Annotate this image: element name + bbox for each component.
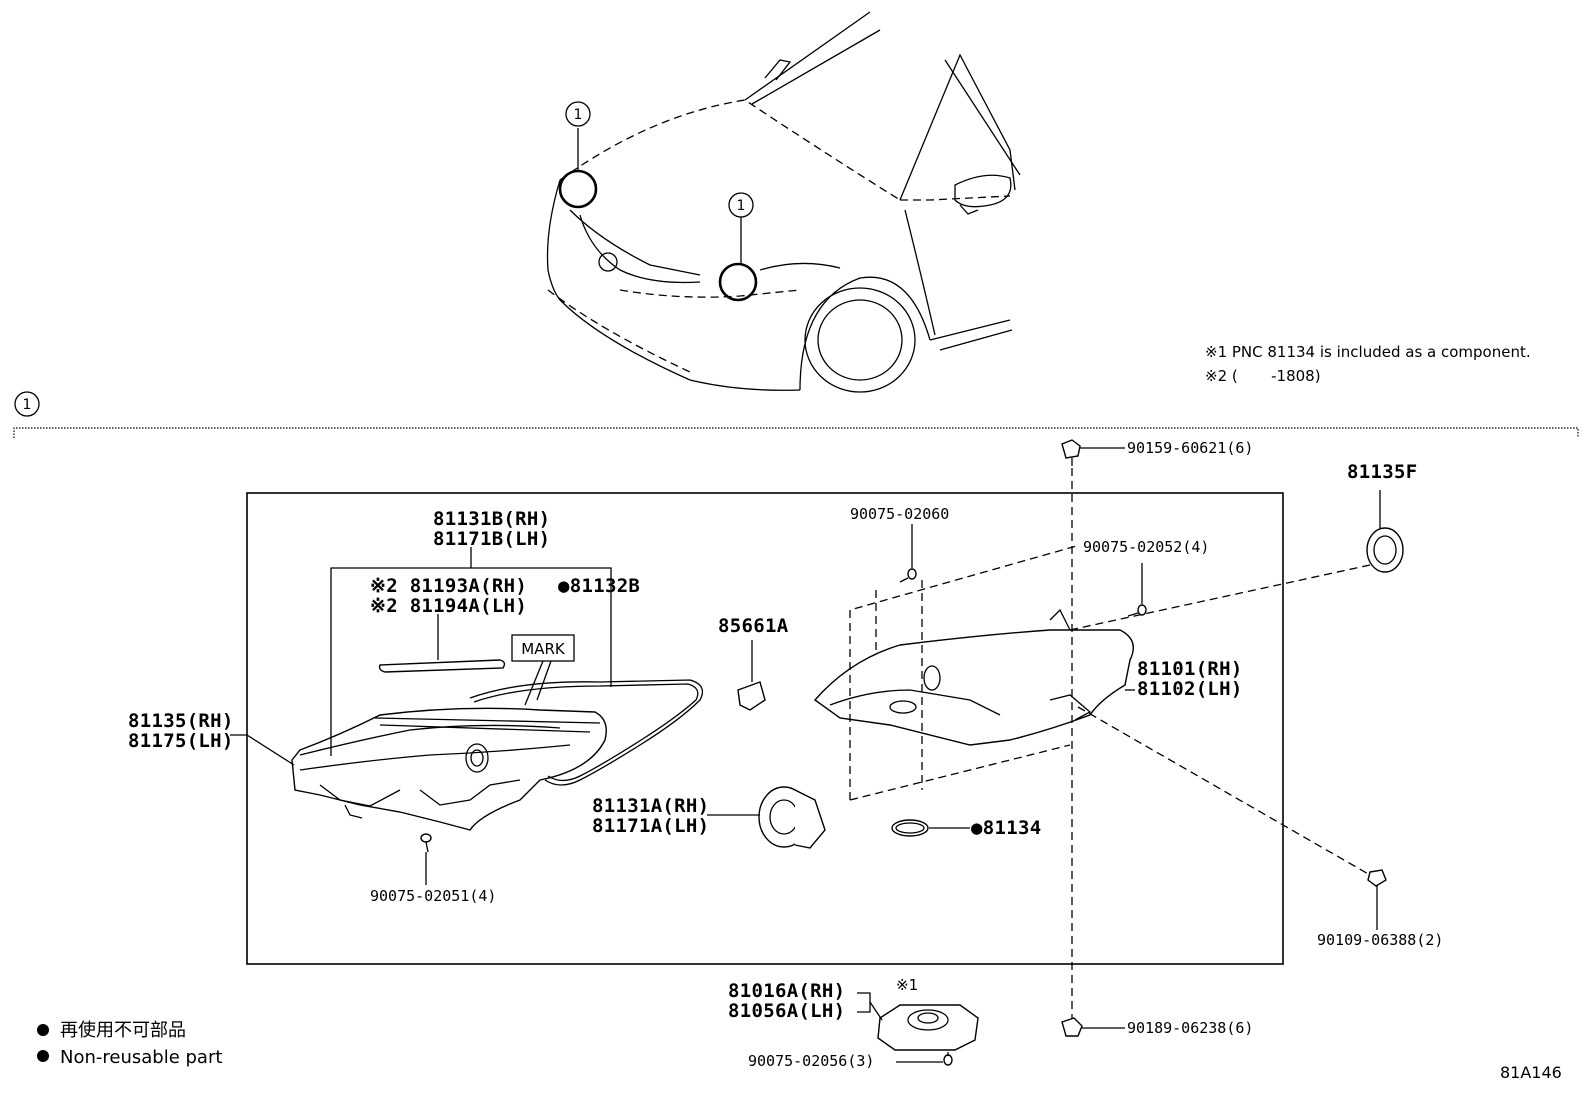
legend-english: Non-reusable part (60, 1047, 222, 1068)
label-note1-marker: ※1 (896, 976, 918, 994)
bolt-90189-06238 (1061, 1017, 1125, 1037)
label-81056A-lh: 81056A(LH) (728, 1000, 845, 1022)
legend-dot-jp (37, 1024, 49, 1036)
projector-81131A (707, 786, 826, 849)
ballast-81016A (857, 992, 979, 1051)
callout-marker-1a-label: 1 (574, 107, 583, 123)
label-81135-rh: 81135(RH) (128, 710, 234, 732)
screw-90075-02060 (899, 524, 917, 583)
screw-90075-02052 (1127, 563, 1147, 617)
cap-81135F (1366, 490, 1404, 573)
label-81131B-rh: 81131B(RH) (433, 508, 550, 530)
label-81101-rh: 81101(RH) (1137, 658, 1243, 680)
label-90075-02056: 90075-02056(3) (748, 1052, 874, 1070)
label-81194A-lh: ※2 81194A(LH) (370, 595, 527, 617)
legend-dot-en (37, 1050, 49, 1062)
label-90075-02060: 90075-02060 (850, 505, 949, 523)
headlamp-lens-assembly (291, 707, 607, 831)
label-85661A: 85661A (718, 615, 789, 637)
label-81135F: 81135F (1347, 461, 1417, 483)
mark-box (511, 634, 575, 662)
assembly-frame (246, 492, 1284, 965)
label-90159-60621: 90159-60621(6) (1127, 439, 1253, 457)
callout-marker-1b-label: 1 (737, 198, 746, 214)
callout-marker-1a (565, 101, 591, 127)
label-81171A-lh: 81171A(LH) (592, 815, 709, 837)
vehicle-overview: 1 1 (546, 11, 1021, 393)
screw-90075-02056 (896, 1052, 953, 1066)
bolt-90109-06388 (1367, 869, 1387, 930)
label-81131A-rh: 81131A(RH) (592, 795, 709, 817)
label-81132B: ●81132B (558, 575, 640, 597)
section-marker-1-label: 1 (23, 397, 32, 413)
label-90109-06388: 90109-06388(2) (1317, 931, 1443, 949)
label-81171B-lh: 81171B(LH) (433, 528, 550, 550)
part-labels: 81131B(RH) 81171B(LH) ※2 81193A(RH) ※2 8… (128, 439, 1443, 1070)
label-90189-06238: 90189-06238(6) (1127, 1019, 1253, 1037)
screw-90075-02051 (420, 833, 432, 885)
note-1: ※1 PNC 81134 is included as a component. (1205, 343, 1531, 361)
mark-label: MARK (521, 640, 566, 658)
bolt-90159-60621 (1061, 439, 1125, 466)
strip-81193A (378, 659, 506, 673)
legend-japanese: 再使用不可部品 (60, 1020, 186, 1041)
label-90075-02051: 90075-02051(4) (370, 887, 496, 905)
label-81175-lh: 81175(LH) (128, 730, 234, 752)
section-marker-1 (14, 391, 40, 417)
label-81193A-rh: ※2 81193A(RH) (370, 575, 527, 597)
section-bracket (13, 427, 1579, 438)
callout-marker-1b (728, 192, 754, 218)
gasket-81132B (469, 679, 704, 786)
label-81134: ●81134 (971, 817, 1041, 839)
callout-circle-lower (718, 262, 758, 302)
legend: 再使用不可部品 Non-reusable part (37, 1020, 222, 1068)
label-81016A-rh: 81016A(RH) (728, 980, 845, 1002)
label-90075-02052: 90075-02052(4) (1083, 538, 1209, 556)
note-2: ※2 ( -1808) (1205, 367, 1321, 385)
clip-85661A (737, 640, 766, 711)
housing-81101 (813, 608, 1135, 746)
diagram-ref-code: 81A146 (1500, 1063, 1562, 1082)
label-81102-lh: 81102(LH) (1137, 678, 1243, 700)
callout-circle-upper (558, 169, 598, 209)
